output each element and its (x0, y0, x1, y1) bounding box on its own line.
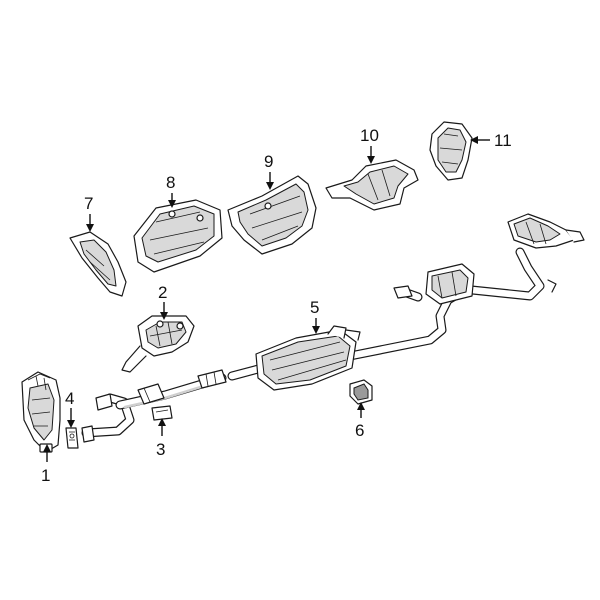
callout-5: 5 (310, 298, 320, 334)
front-pipe-flange (81, 393, 113, 443)
part-2-heat-shield (121, 315, 195, 373)
rear-resonator (393, 263, 475, 305)
callout-label-9: 9 (264, 152, 273, 171)
callout-label-4: 4 (65, 389, 74, 408)
arrow-icon (160, 312, 168, 320)
part-9-heat-shield (227, 175, 317, 255)
part-4-bracket (65, 427, 79, 449)
callout-label-6: 6 (355, 421, 364, 440)
callout-8: 8 (166, 173, 176, 208)
arrow-icon (158, 418, 166, 426)
part-3-clamp (151, 405, 173, 421)
arrow-icon (470, 136, 478, 144)
arrow-icon (43, 444, 51, 452)
arrow-icon (367, 156, 375, 164)
callout-1: 1 (41, 444, 51, 485)
callout-3: 3 (156, 418, 166, 459)
callout-label-3: 3 (156, 440, 165, 459)
callout-11: 11 (470, 131, 512, 150)
part-5-muffler (255, 325, 361, 391)
arrow-icon (266, 182, 274, 190)
arrow-icon (312, 326, 320, 334)
callout-label-10: 10 (360, 126, 379, 145)
callout-label-8: 8 (166, 173, 175, 192)
arrow-icon (168, 200, 176, 208)
part-1-catalytic-converter (21, 371, 61, 453)
callout-label-11: 11 (494, 131, 512, 150)
callout-10: 10 (360, 126, 379, 164)
callout-label-5: 5 (310, 298, 319, 317)
callout-2: 2 (158, 283, 168, 320)
part-7-heat-shield (69, 231, 127, 297)
arrow-icon (86, 224, 94, 232)
callout-7: 7 (84, 194, 94, 232)
callout-6: 6 (355, 402, 365, 440)
callout-label-7: 7 (84, 194, 93, 213)
part-6-insulator (349, 379, 373, 405)
intermediate-pipe-resonator (137, 369, 227, 405)
arrow-icon (67, 420, 75, 428)
part-11-heat-shield (429, 121, 473, 181)
callout-9: 9 (264, 152, 274, 190)
rear-tailpipe-tip (507, 213, 585, 293)
callout-label-2: 2 (158, 283, 167, 302)
arrow-icon (357, 402, 365, 410)
part-8-heat-shield (133, 199, 223, 273)
callout-label-1: 1 (41, 466, 50, 485)
callout-4: 4 (65, 389, 75, 428)
part-10-heat-shield (325, 159, 419, 211)
